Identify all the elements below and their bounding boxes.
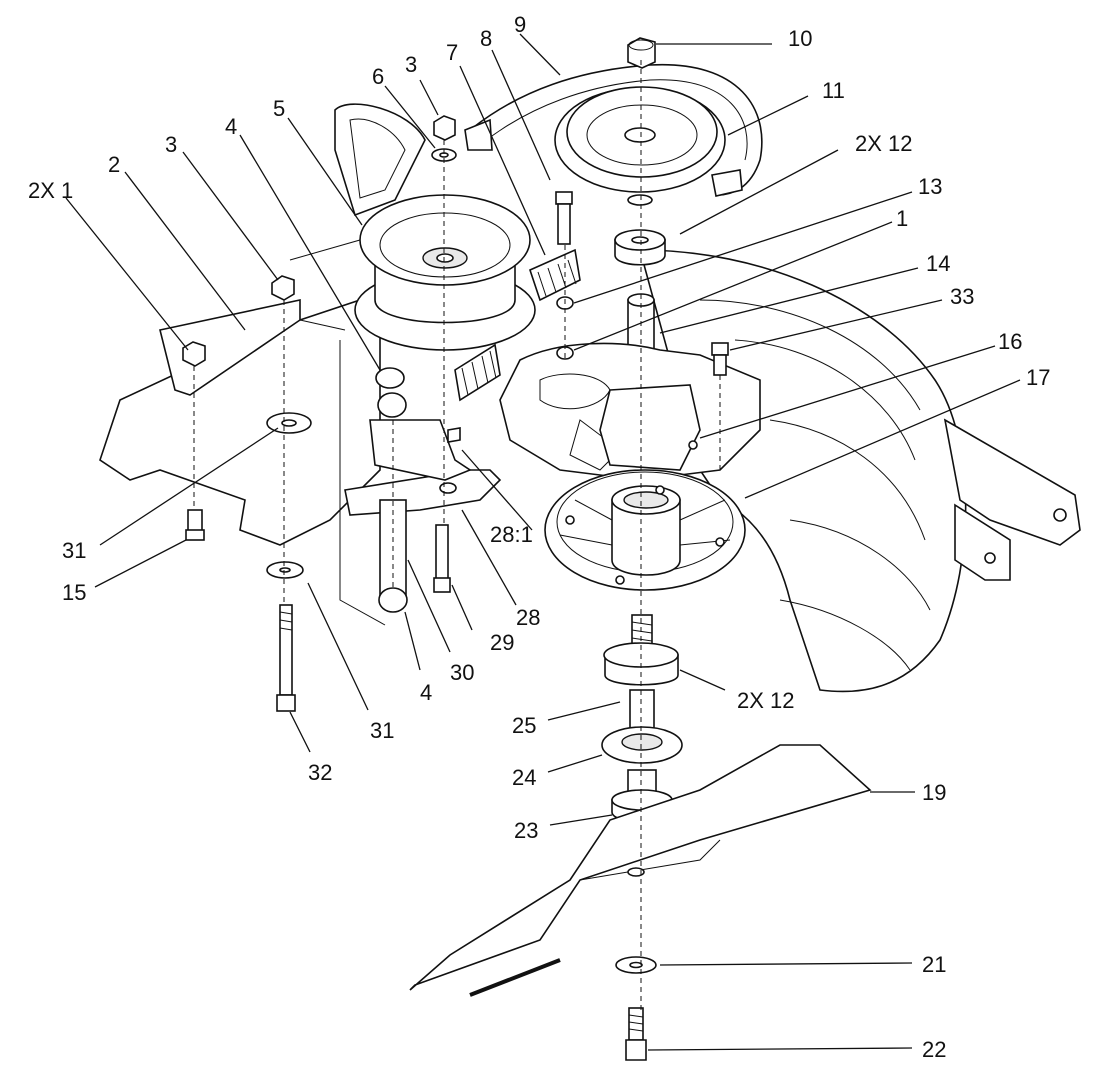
callout-label: 6 bbox=[372, 64, 384, 89]
belt-and-pulley-11 bbox=[464, 63, 763, 197]
pulley-5 bbox=[354, 194, 536, 351]
callout-label: 32 bbox=[308, 760, 332, 785]
belt-guard bbox=[334, 103, 426, 217]
callout-label: 8 bbox=[480, 26, 492, 51]
callout-label: 11 bbox=[822, 78, 845, 103]
callout-label: 3 bbox=[405, 52, 417, 77]
washer-21 bbox=[615, 956, 657, 974]
callout-labels: 2X 1 2 3 4 5 6 3 7 8 9 10 11 2X 12 13 1 … bbox=[28, 12, 1050, 1062]
callout-label: 2X 12 bbox=[737, 688, 795, 713]
callout-label: 13 bbox=[918, 174, 942, 199]
springs-7 bbox=[454, 248, 581, 402]
callout-label: 14 bbox=[926, 251, 950, 276]
callout-label: 3 bbox=[165, 132, 177, 157]
spindle-lower-stack bbox=[601, 614, 683, 823]
callout-label: 15 bbox=[62, 580, 86, 605]
frame-bracket bbox=[99, 239, 386, 626]
bolt-22 bbox=[625, 1007, 647, 1061]
callout-label: 17 bbox=[1026, 365, 1050, 390]
callout-label: 4 bbox=[225, 114, 237, 139]
callout-label: 5 bbox=[273, 96, 285, 121]
callout-label: 28 bbox=[516, 605, 540, 630]
spindle-housing-17 bbox=[544, 469, 746, 591]
callout-label: 9 bbox=[514, 12, 526, 37]
nut-10 bbox=[627, 37, 656, 69]
callout-label: 7 bbox=[446, 40, 458, 65]
callout-label: 23 bbox=[514, 818, 538, 843]
callout-label: 1 bbox=[896, 206, 908, 231]
callout-label: 24 bbox=[512, 765, 536, 790]
callout-label: 19 bbox=[922, 780, 946, 805]
callout-label: 28:1 bbox=[490, 522, 533, 547]
callout-label: 2X 1 bbox=[28, 178, 73, 203]
callout-label: 2 bbox=[108, 152, 120, 177]
callout-label: 22 bbox=[922, 1037, 946, 1062]
callout-label: 21 bbox=[922, 952, 946, 977]
callout-label: 33 bbox=[950, 284, 974, 309]
callout-label: 31 bbox=[370, 718, 394, 743]
callout-label: 16 bbox=[998, 329, 1022, 354]
spacer-12-upper bbox=[614, 194, 666, 266]
callout-label: 2X 12 bbox=[855, 131, 913, 156]
callout-label: 31 bbox=[62, 538, 86, 563]
hardware-small bbox=[182, 115, 729, 712]
leader-lines bbox=[65, 33, 1021, 1051]
blade-19 bbox=[409, 744, 872, 997]
callout-label: 25 bbox=[512, 713, 536, 738]
callout-label: 4 bbox=[420, 680, 432, 705]
callout-label: 10 bbox=[788, 26, 812, 51]
callout-label: 29 bbox=[490, 630, 514, 655]
callout-label: 30 bbox=[450, 660, 474, 685]
center-lines bbox=[193, 60, 721, 1010]
